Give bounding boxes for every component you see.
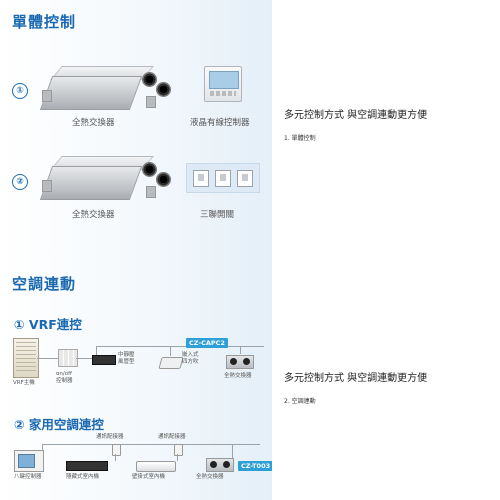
- wall-indoor-caption: 壁掛式室內機: [132, 474, 166, 480]
- comm-adapter-icon: [174, 444, 183, 456]
- eight-key-controller-caption: 八鍵控制器: [14, 474, 42, 480]
- text-panel: [272, 0, 500, 500]
- heat-exchanger-caption: 全熱交換器: [72, 210, 115, 220]
- block2-note: 2. 空調連動: [284, 398, 316, 405]
- home-ac-subtitle: ② 家用空調連控: [14, 417, 104, 432]
- vrf-outdoor-unit-image: [13, 338, 39, 378]
- ceiling-duct-caption: 中靜壓 風管型: [118, 352, 135, 365]
- cassette-caption: 嵌入式 四方吹: [182, 352, 199, 365]
- triple-switch-image: [186, 163, 260, 193]
- eight-key-controller-image: [14, 450, 44, 472]
- illustration-panel: 單體控制 ① 全熱交換器 液晶有線控制器 ② 全熱交換器 三聯開關 空調連動 ①…: [0, 0, 274, 500]
- home-adapter-tag: CZ-T003: [238, 461, 274, 471]
- vrf-heat-exchanger-caption: 全熱交換器: [224, 373, 252, 379]
- concealed-indoor-caption: 隱藏式室內機: [66, 474, 100, 480]
- heat-exchanger-unit-image: [39, 156, 171, 204]
- heat-exchanger-caption: 全熱交換器: [72, 118, 115, 128]
- onoff-controller-caption: on/off 控制器: [56, 371, 73, 384]
- onoff-controller-image: [58, 349, 78, 367]
- comm-adapter-icon: [112, 444, 121, 456]
- row-number-1: ①: [12, 83, 28, 99]
- home-heat-exchanger-image: [206, 458, 234, 472]
- cassette-unit-image: [158, 357, 184, 369]
- vrf-heat-exchanger-image: [226, 355, 254, 369]
- triple-switch-caption: 三聯開關: [200, 210, 235, 220]
- section-title-ac-link: 空調連動: [12, 275, 77, 293]
- vrf-adapter-tag: CZ-CAPC2: [186, 338, 228, 348]
- vrf-subtitle: ① VRF連控: [14, 317, 82, 332]
- block1-heading: 多元控制方式 與空調連動更方便: [284, 110, 428, 121]
- home-heat-exchanger-caption: 全熱交換器: [196, 474, 224, 480]
- ceiling-duct-unit-image: [92, 355, 116, 365]
- block1-note: 1. 單體控制: [284, 135, 316, 142]
- row-number-2: ②: [12, 174, 28, 190]
- adapter-caption-2: 通訊配接器: [158, 434, 186, 440]
- vrf-outdoor-caption: VRF主機: [13, 380, 35, 386]
- lcd-controller-caption: 液晶有線控制器: [190, 118, 250, 128]
- heat-exchanger-unit-image: [39, 66, 171, 114]
- block2-heading: 多元控制方式 與空調連動更方便: [284, 373, 428, 384]
- section-title-standalone: 單體控制: [12, 13, 77, 31]
- wall-indoor-unit-image: [136, 461, 176, 472]
- lcd-controller-image: [204, 66, 242, 102]
- adapter-caption-1: 通訊配接器: [96, 434, 124, 440]
- concealed-indoor-unit-image: [66, 461, 108, 471]
